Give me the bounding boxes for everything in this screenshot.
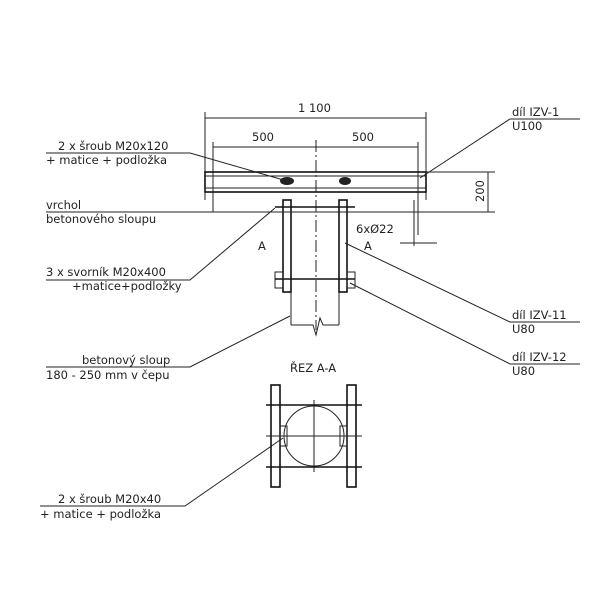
label-line: + matice + podložka	[40, 507, 161, 521]
section-mark-right: A	[364, 239, 372, 253]
dim-height-text: 200	[473, 180, 487, 202]
beam-u100	[204, 171, 427, 193]
label-top-of-pole: vrchol betonového sloupu	[46, 198, 300, 226]
dim-left-text: 500	[252, 130, 274, 144]
label-line: díl IZV-11	[512, 308, 567, 322]
dimension-200: 200	[300, 171, 495, 213]
label-line: vrchol	[46, 198, 81, 212]
dimension-1100: 1 100	[204, 101, 427, 200]
label-line: +matice+podložky	[72, 279, 182, 293]
label-line: 180 - 250 mm v čepu	[46, 368, 170, 382]
label-line: + matice + podložka	[46, 153, 167, 167]
label-line: 2 x šroub M20x120	[58, 139, 169, 153]
dim-right-text: 500	[352, 130, 374, 144]
label-line: díl IZV-12	[512, 350, 567, 364]
label-line: díl IZV-1	[512, 105, 559, 119]
label-pole: betonový sloup 180 - 250 mm v čepu	[46, 315, 291, 382]
label-clamp-bolts: 3 x svorník M20x400 +matice+podložky	[46, 207, 276, 293]
label-bolt-top: 2 x šroub M20x120 + matice + podložka	[46, 139, 288, 182]
label-part-12: díl IZV-12 U80	[349, 282, 580, 378]
label-part-11: díl IZV-11 U80	[344, 242, 580, 336]
bolt-icon	[339, 177, 351, 185]
label-bolt-section: 2 x šroub M20x40 + matice + podložka	[40, 437, 284, 521]
label-line: U100	[512, 119, 542, 133]
dim-total-text: 1 100	[298, 101, 331, 115]
dimension-holes: 6xØ22	[356, 200, 437, 246]
dim-holes-text: 6xØ22	[356, 222, 394, 236]
label-line: 2 x šroub M20x40	[58, 492, 161, 506]
section-title: ŘEZ A-A	[290, 360, 336, 375]
section-view	[266, 384, 362, 488]
column-assembly	[274, 199, 356, 337]
label-line: U80	[512, 322, 535, 336]
label-line: betonový sloup	[82, 353, 170, 367]
label-line: betonového sloupu	[46, 212, 156, 226]
label-part-1: díl IZV-1 U100	[419, 105, 580, 179]
section-mark-left: A	[258, 239, 266, 253]
label-line: 3 x svorník M20x400	[46, 265, 166, 279]
label-line: U80	[512, 364, 535, 378]
